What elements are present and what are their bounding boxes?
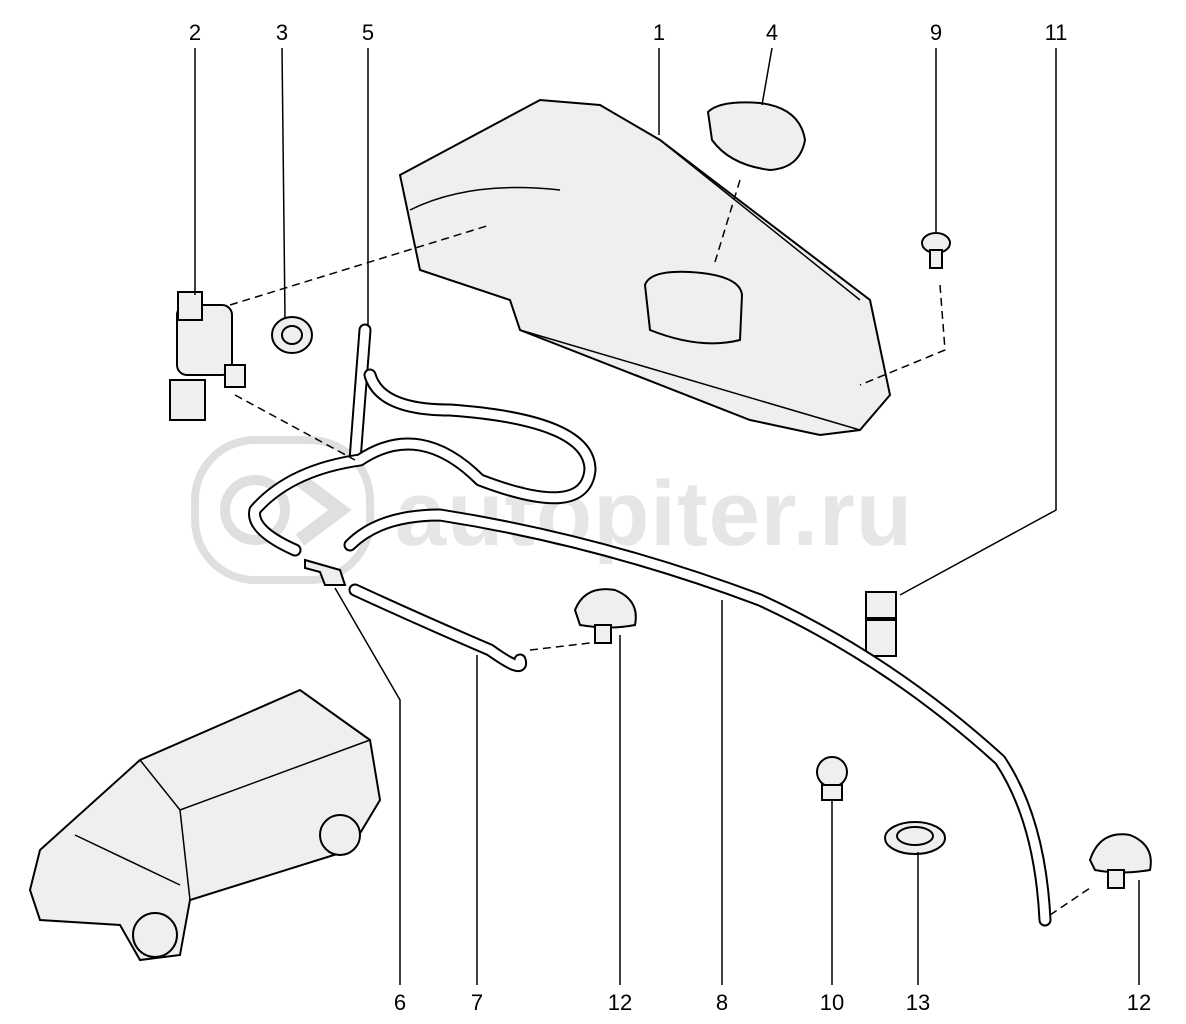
callout-13: 13 — [905, 990, 931, 1015]
washer-pump — [169, 291, 246, 421]
callout-6: 6 — [393, 990, 407, 1015]
vehicle-thumbnail — [28, 688, 382, 962]
reservoir-filler-neck — [643, 270, 744, 345]
nozzle-grommet — [884, 821, 946, 855]
callout-2: 2 — [188, 20, 202, 45]
callout-3: 3 — [275, 20, 289, 45]
callout-7: 7 — [470, 990, 484, 1015]
washer-nozzle-front — [573, 588, 637, 644]
callout-5: 5 — [361, 20, 375, 45]
callout-8: 8 — [715, 990, 729, 1015]
callout-9: 9 — [929, 20, 943, 45]
hose-clip — [865, 591, 897, 657]
washer-nozzle-rear — [1088, 833, 1152, 889]
callout-1: 1 — [652, 20, 666, 45]
watermark-logo — [191, 436, 374, 584]
leader-lines — [194, 47, 1140, 985]
washer-hoses — [248, 323, 1052, 927]
reservoir-cap — [706, 101, 807, 172]
check-valve — [816, 756, 848, 801]
mounting-bolt — [921, 232, 951, 269]
t-connector — [304, 558, 347, 586]
callout-4: 4 — [765, 20, 779, 45]
washer-reservoir — [398, 98, 892, 437]
callout-10: 10 — [819, 990, 845, 1015]
callout-12-front: 12 — [607, 990, 633, 1015]
callout-12-rear: 12 — [1126, 990, 1152, 1015]
callout-11: 11 — [1044, 20, 1068, 45]
